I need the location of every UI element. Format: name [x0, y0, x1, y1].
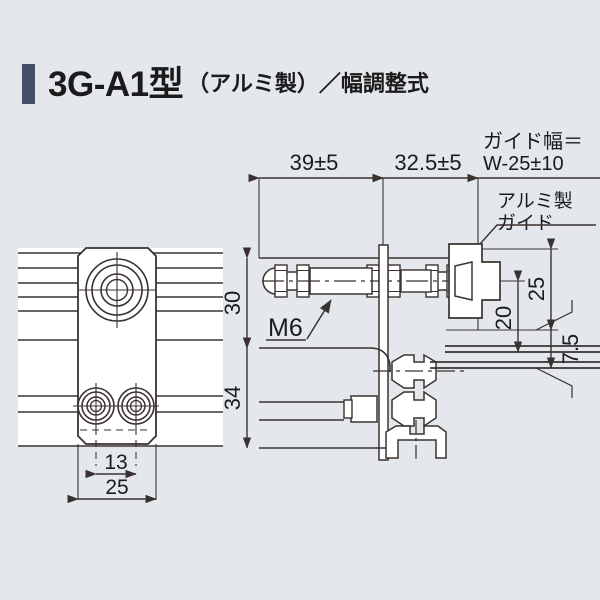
m6-rod-assembly	[262, 264, 500, 298]
dim-20: 20	[491, 270, 523, 353]
dim-34-label: 34	[220, 386, 245, 410]
dim-25-plan: 25	[67, 476, 157, 504]
guide-bolt-head	[454, 261, 473, 301]
dim-25: 25	[524, 238, 556, 331]
plan-view-left	[18, 247, 223, 500]
bracket-section-view: 39±5 32.5±5 ガイド幅＝ W-25±10 アルミ製 ガイド	[248, 130, 600, 462]
dim-39-label: 39±5	[290, 150, 339, 175]
dim-guide-width-line2-label: W-25±10	[483, 153, 564, 175]
dim-7-5-label: 7.5	[558, 334, 583, 365]
dim-20-label: 20	[491, 306, 516, 330]
aluminium-guide-label-line2: ガイド	[497, 212, 554, 234]
model-description: （アルミ製）／幅調整式	[187, 71, 429, 96]
page-title: 3G-A1型 （アルミ製）／幅調整式	[0, 58, 600, 110]
dim-25-label: 25	[524, 277, 549, 301]
bolt-centerlines	[80, 428, 152, 466]
dim-13-label: 13	[104, 451, 127, 474]
dim-guide-width-line1-label: ガイド幅＝	[483, 130, 583, 153]
bracket-top-curve	[259, 347, 391, 372]
dim-30-label: 30	[220, 291, 245, 315]
aluminium-guide-profile	[448, 243, 501, 319]
accent-bar-icon	[22, 64, 35, 104]
dim-32-5-label: 32.5±5	[394, 150, 461, 175]
profile-lower-channel	[385, 425, 447, 459]
dim-30: 30	[220, 247, 252, 349]
m6-leader	[306, 299, 332, 340]
lower-bracket	[259, 347, 466, 462]
dim-13: 13	[85, 451, 137, 479]
bracket-bolt-head	[350, 395, 378, 423]
model-code: 3G-A1型	[48, 64, 184, 104]
aluminium-guide-label-line1: アルミ製	[497, 190, 573, 212]
profile-middle	[391, 390, 437, 428]
dim-7-5: 7.5	[535, 300, 583, 398]
dim-25-plan-label: 25	[105, 476, 128, 499]
extension-lines-plan	[77, 444, 157, 500]
dim-34: 34	[220, 337, 252, 449]
bracket-bolt-tip	[343, 399, 353, 419]
right-rail-lines	[430, 345, 600, 369]
m6-callout: M6	[266, 299, 332, 342]
dim-extension-lines	[446, 248, 558, 331]
m6-label: M6	[268, 314, 303, 342]
